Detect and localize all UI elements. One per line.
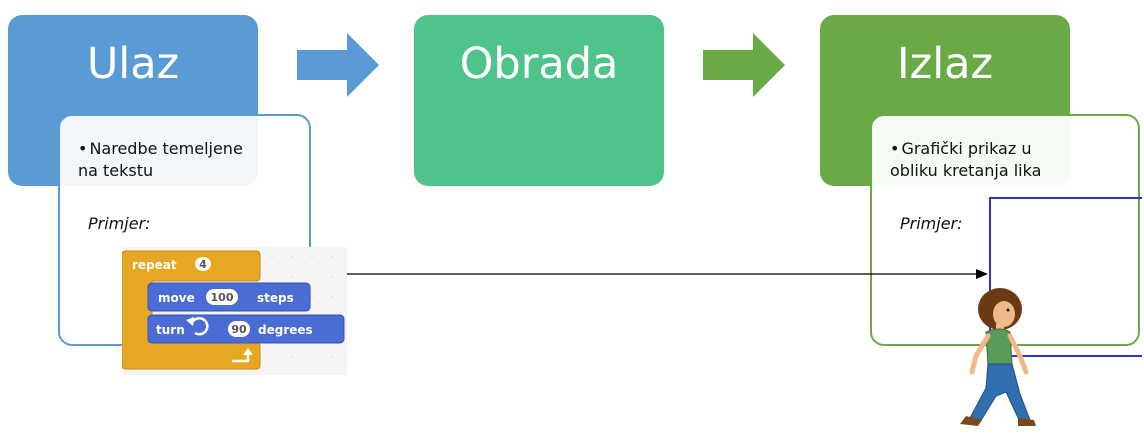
move-value: 100 [211, 291, 234, 304]
turn-label: turn [156, 323, 185, 337]
scratch-script: repeat 4 move 100 steps turn 90 degrees [121, 247, 347, 375]
move-label: move [158, 291, 195, 305]
loop-arrow-icon [232, 348, 253, 363]
arrow-right-icon [703, 33, 785, 97]
output-bullet: •Grafički prikaz u obliku kretanja lika [890, 139, 1042, 180]
input-example-label: Primjer: [88, 214, 151, 233]
turn-unit: degrees [258, 323, 313, 337]
move-unit: steps [257, 291, 294, 305]
turn-value: 90 [231, 323, 247, 336]
connector-arrow [346, 269, 988, 279]
stage-output-title: Izlaz [896, 39, 994, 89]
sprite-path [989, 197, 1142, 357]
output-bullet-line1: Grafički prikaz u [901, 139, 1032, 158]
input-bullet-line1: Naredbe temeljene [89, 139, 243, 158]
output-example-label: Primjer: [900, 214, 963, 233]
input-bullet-line2: na tekstu [78, 161, 154, 180]
repeat-count: 4 [199, 258, 207, 271]
stage-process-title: Obrada [459, 39, 619, 89]
rotate-left-icon [186, 317, 209, 336]
input-bullet: •Naredbe temeljene na tekstu [78, 139, 243, 180]
walking-character-sprite [960, 288, 1036, 426]
stage-process-box: Obrada [414, 15, 664, 186]
stage-input-title: Ulaz [86, 39, 180, 89]
repeat-label: repeat [132, 258, 177, 272]
output-bullet-line2: obliku kretanja lika [890, 161, 1042, 180]
arrow-right-icon [297, 33, 379, 97]
